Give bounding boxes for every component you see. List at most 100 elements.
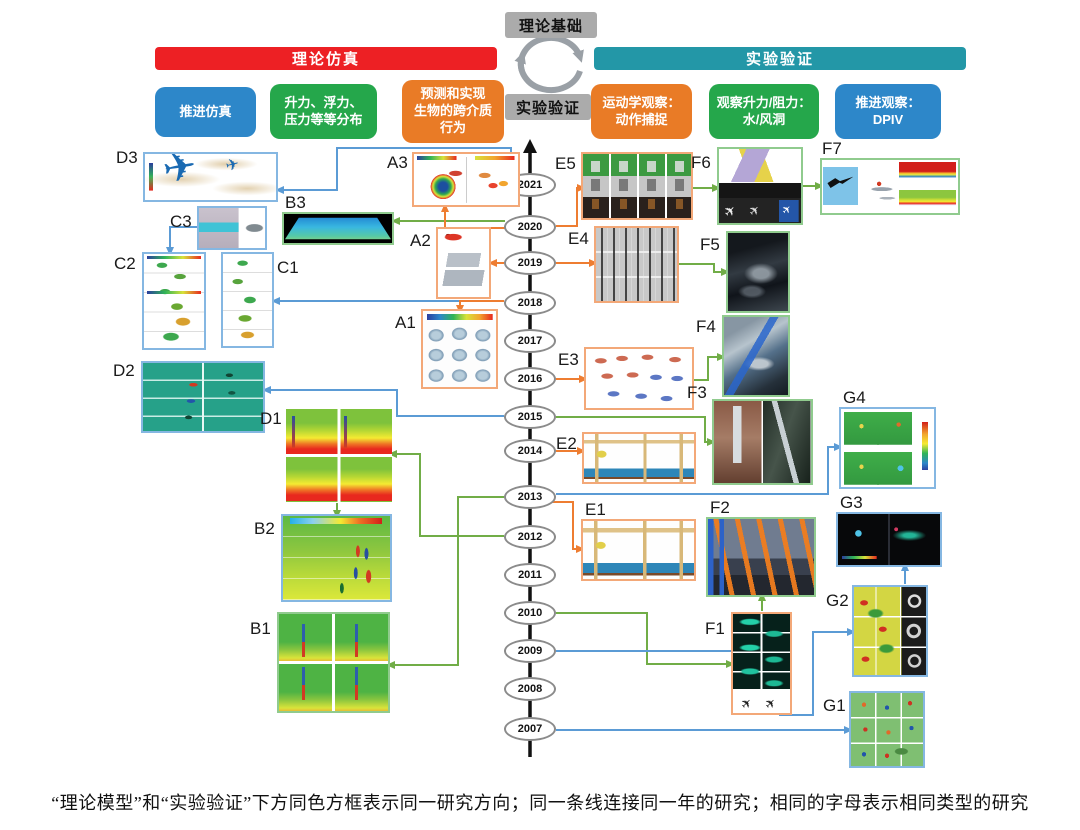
panel-label-D1: D1 [260, 409, 282, 428]
panel-label-E4: E4 [568, 229, 589, 248]
panel-image-D1 [286, 409, 392, 502]
panel-F3 [712, 399, 813, 485]
year-2020: 2020 [504, 215, 556, 239]
aircraft-icon: ✈ [719, 200, 740, 221]
panel-image-F5 [728, 233, 788, 311]
panel-image-A3 [414, 154, 518, 205]
panel-F5 [726, 231, 790, 313]
panel-label-C2: C2 [114, 254, 136, 273]
aircraft-icon: ✈ [779, 202, 795, 218]
panel-image-F1: ✈✈ [733, 614, 790, 713]
panel-image-B2 [283, 516, 390, 600]
panel-F2 [706, 517, 816, 597]
category-propulsion-dpiv: 推进观察： DPIV [835, 84, 941, 139]
panel-E5 [581, 152, 693, 220]
connector-C3-C2 [166, 226, 197, 256]
panel-label-B2: B2 [254, 519, 275, 538]
panel-label-E5: E5 [555, 154, 576, 173]
panel-image-B3 [284, 214, 392, 243]
year-2014: 2014 [504, 439, 556, 463]
connector-2012-D1 [388, 450, 504, 537]
panel-label-F1: F1 [705, 619, 725, 638]
connector-2009-G2 [556, 628, 856, 716]
airplane-icon: ✈ [737, 694, 756, 713]
panel-label-G2: G2 [826, 591, 849, 610]
panel-image-A1 [423, 311, 496, 387]
year-2007: 2007 [504, 717, 556, 741]
panel-image-F7 [822, 160, 958, 213]
panel-C3 [197, 206, 267, 250]
year-2012: 2012 [504, 525, 556, 549]
airplane-icon: ✈ [761, 694, 780, 713]
panel-A1 [421, 309, 498, 389]
panel-B1 [277, 612, 390, 713]
panel-G2 [852, 585, 928, 677]
connector-2013-E1 [552, 501, 585, 553]
panel-D3: ✈✈ [143, 152, 278, 202]
panel-image-E1 [583, 521, 694, 579]
panel-E3 [584, 347, 694, 410]
category-lift-buoyancy-pressure: 升力、浮力、 压力等等分布 [270, 84, 377, 139]
airplane-icon: ✈ [159, 154, 201, 194]
panel-label-G3: G3 [840, 493, 863, 512]
bird-icon [827, 176, 854, 189]
connector-2013-G4 [556, 443, 843, 495]
panel-E4 [594, 226, 679, 303]
panel-image-E4 [596, 228, 677, 301]
year-2011: 2011 [504, 563, 556, 587]
panel-image-E2 [584, 434, 694, 482]
category-kinematic-observation: 运动学观察： 动作捕捉 [591, 84, 692, 139]
panel-image-F4 [724, 317, 788, 395]
panel-D1 [286, 409, 392, 502]
panel-image-G1 [851, 693, 923, 766]
connector-2010-F1 [556, 612, 735, 668]
year-2016: 2016 [504, 367, 556, 391]
panel-image-F6: ✈✈✈ [719, 149, 801, 223]
panel-label-C1: C1 [277, 258, 299, 277]
panel-F7 [820, 158, 960, 215]
panel-G3 [836, 512, 942, 567]
panel-image-C3 [199, 208, 265, 248]
figure-caption: “理论模型”和“实验验证”下方同色方框表示同一研究方向；同一条线连接同一年的研究… [51, 793, 1029, 813]
year-2015: 2015 [504, 405, 556, 429]
panel-image-E3 [586, 349, 692, 408]
panel-label-C3: C3 [170, 212, 192, 231]
connector-E3-F4 [694, 353, 726, 381]
panel-label-A1: A1 [395, 313, 416, 332]
panel-image-G4 [841, 409, 934, 487]
panel-label-D3: D3 [116, 148, 138, 167]
panel-B2 [281, 514, 392, 602]
panel-image-B1 [279, 614, 388, 711]
connector-E4-F5 [679, 263, 730, 276]
category-lift-drag-tunnel: 观察升力/阻力： 水/风洞 [709, 84, 819, 139]
connector-2018-A1 [456, 300, 504, 314]
connector-2020-E5 [556, 184, 586, 227]
panel-label-E1: E1 [585, 500, 606, 519]
year-2017: 2017 [504, 329, 556, 353]
panel-image-G2 [854, 587, 926, 675]
panel-G4 [839, 407, 936, 489]
panel-B3 [282, 212, 394, 245]
year-2008: 2008 [504, 677, 556, 701]
panel-G1 [849, 691, 925, 768]
panel-label-F6: F6 [691, 153, 711, 172]
year-2013: 2013 [504, 485, 556, 509]
panel-label-A2: A2 [410, 231, 431, 250]
panel-C2 [142, 252, 206, 350]
panel-label-F5: F5 [700, 235, 720, 254]
experiment-verification-box: 实验验证 [505, 94, 591, 120]
panel-F4 [722, 315, 790, 397]
panel-image-G3 [838, 514, 940, 565]
panel-label-E2: E2 [556, 434, 577, 453]
panel-image-C2 [144, 254, 204, 348]
year-2018: 2018 [504, 291, 556, 315]
panel-F1: ✈✈ [731, 612, 792, 715]
panel-label-F7: F7 [822, 139, 842, 158]
connector-2013-B1 [386, 496, 504, 669]
category-propulsion-simulation: 推进仿真 [155, 87, 256, 137]
panel-label-B3: B3 [285, 193, 306, 212]
panel-label-A3: A3 [387, 153, 408, 172]
aircraft-icon: ✈ [744, 201, 764, 220]
panel-E1 [581, 519, 696, 581]
